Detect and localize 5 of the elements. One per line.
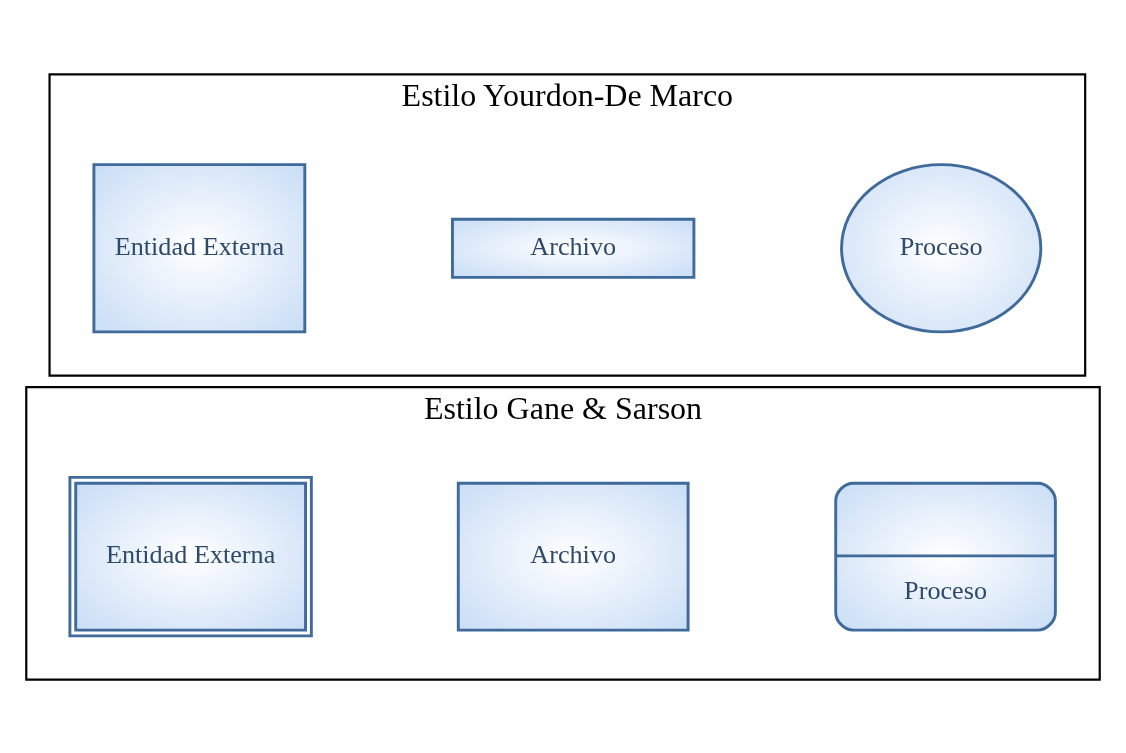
node-box: Entidad Externa bbox=[68, 475, 313, 637]
node-box: Archivo bbox=[451, 217, 696, 279]
node-box: Archivo bbox=[456, 481, 690, 632]
node-box: Entidad Externa bbox=[92, 162, 307, 333]
node-ellipse: Proceso bbox=[840, 162, 1043, 333]
